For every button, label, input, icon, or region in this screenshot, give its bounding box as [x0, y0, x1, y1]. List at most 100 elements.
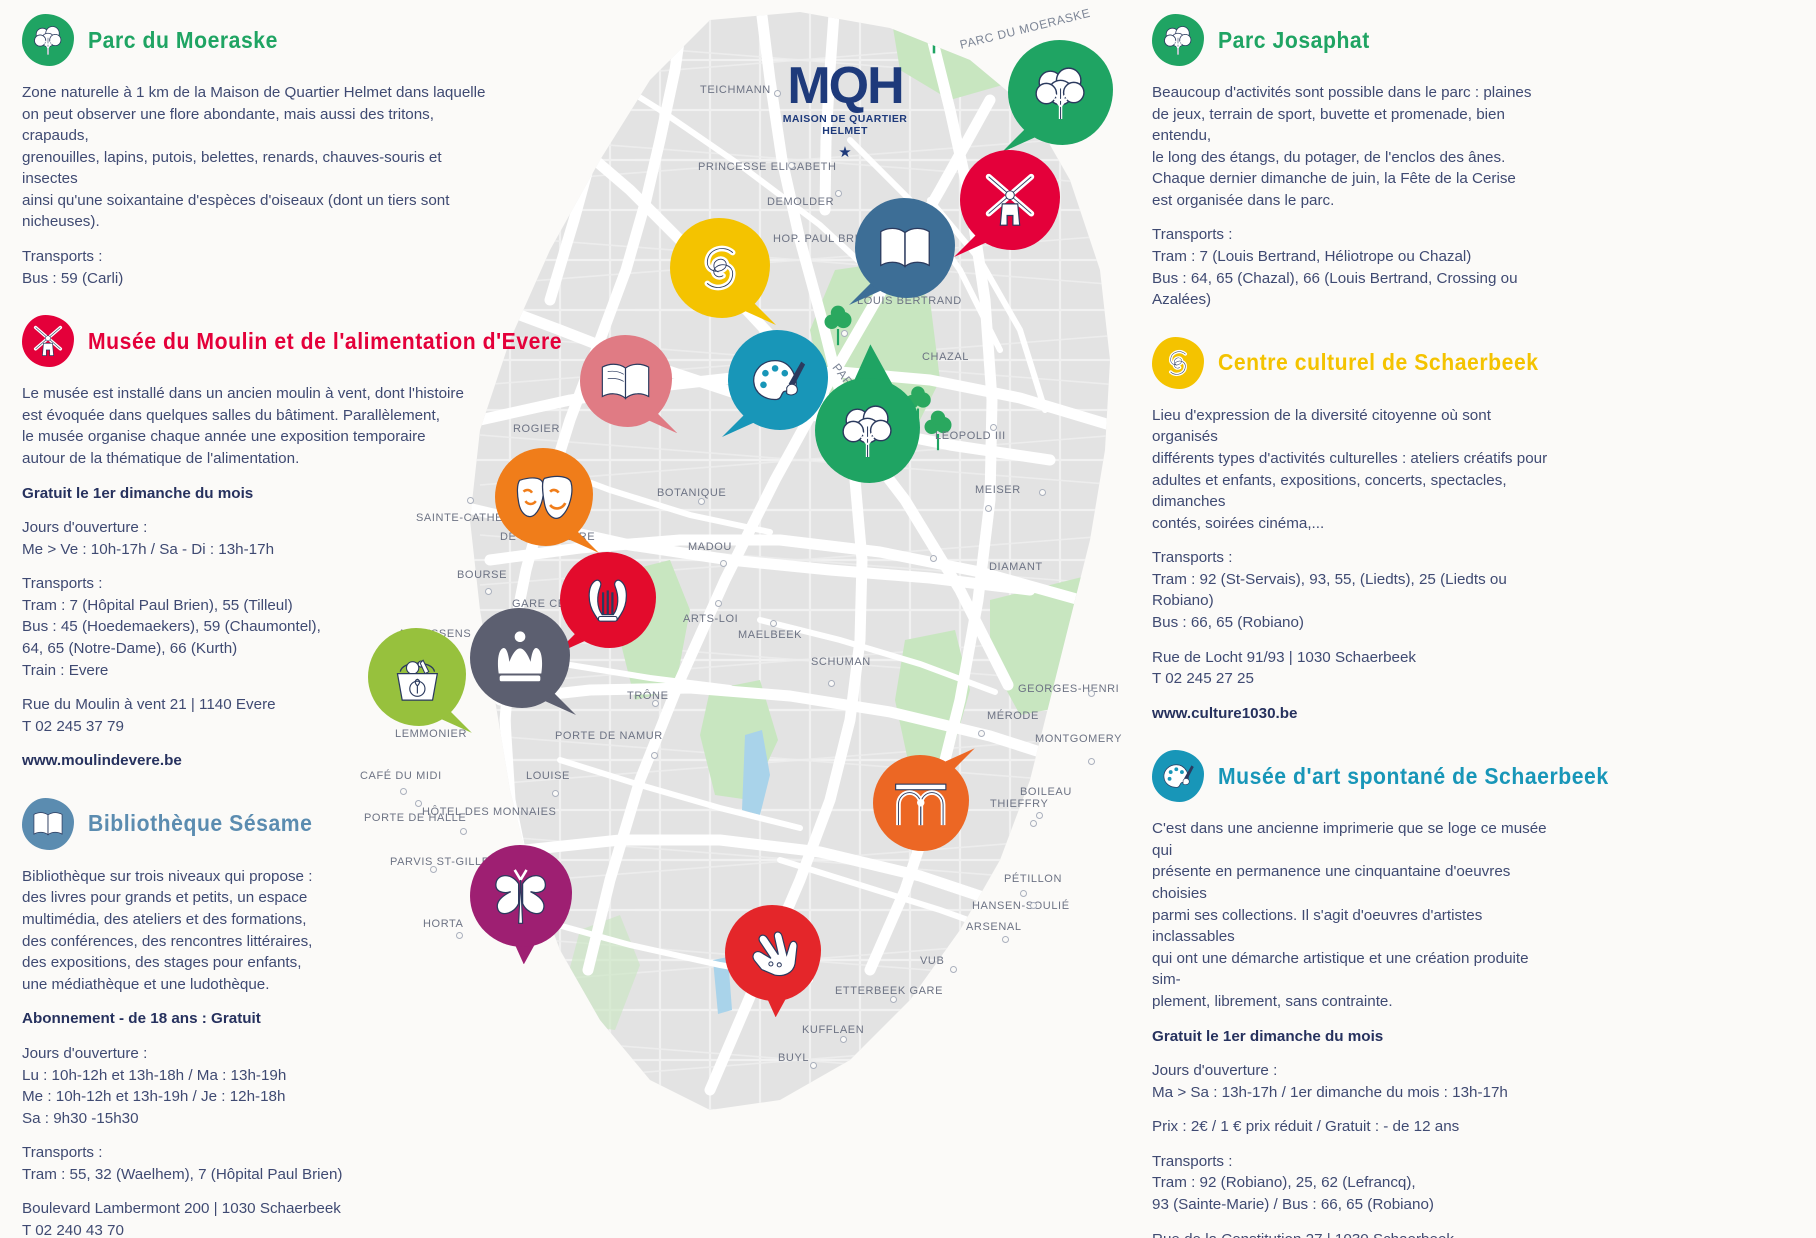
text-line: C'est dans une ancienne imprimerie que s…	[1152, 820, 1547, 859]
map-stop-label: Bourse	[457, 569, 508, 581]
text-line: Gratuit le 1er dimanche du mois	[22, 484, 254, 502]
info-paragraph: Le musée est installé dans un ancien mou…	[22, 383, 492, 469]
section-title: Musée d'art spontané de Schaerbeek	[1218, 762, 1609, 789]
tree-icon	[1152, 14, 1204, 66]
pin-horta[interactable]	[470, 845, 572, 965]
map-stop-label: Diamant	[989, 561, 1043, 573]
section-header: Musée d'art spontané de Schaerbeek	[1152, 750, 1608, 803]
text-line: est évoquée dans quelques salles du bâti…	[22, 406, 440, 424]
map-stop-label: Chazal	[922, 351, 969, 363]
map-stop-label: Hansen-Soulié	[972, 900, 1070, 912]
city-map[interactable]: Parc du MoeraskeParc Josaphat TeichmannP…	[330, 0, 1150, 1238]
info-paragraph: Gratuit le 1er dimanche du mois	[1152, 1026, 1552, 1048]
pin-theatre[interactable]	[495, 448, 599, 553]
text-line: Tram : 55, 32 (Waelhem), 7 (Hôpital Paul…	[22, 1165, 343, 1183]
map-stop-dot	[788, 162, 795, 169]
map-stop-dot	[828, 680, 835, 687]
text-line: Chaque dernier dimanche de juin, la Fête…	[1152, 170, 1516, 188]
pin-musee-art[interactable]	[722, 330, 828, 437]
website-link[interactable]: www.culture1030.be	[1152, 703, 1552, 725]
text-line: Bibliothèque sur trois niveaux qui propo…	[22, 867, 313, 885]
map-stop-label: Botanique	[657, 487, 727, 499]
section-header: Parc Josaphat	[1152, 14, 1552, 66]
info-paragraph: Rue de la Constitution 27 | 1030 Schaerb…	[1152, 1229, 1552, 1238]
map-stop-dot	[652, 700, 659, 707]
info-paragraph: Boulevard Lambermont 200 | 1030 Schaerbe…	[22, 1198, 492, 1238]
text-line: Rue de la Constitution 27 | 1030 Schaerb…	[1152, 1229, 1552, 1238]
pin-main[interactable]	[725, 905, 821, 1018]
text-line: Zone naturelle à 1 km de la Maison de Qu…	[22, 84, 486, 101]
pin-parc-josaphat[interactable]	[815, 344, 920, 483]
windmill-icon	[979, 169, 1041, 231]
text-line: Sa : 9h30 -15h30	[22, 1109, 139, 1127]
info-paragraph: Beaucoup d'activités sont possible dans …	[1152, 82, 1552, 211]
mqh-logo: MQH Maison de quartier Helmet ★	[770, 60, 920, 162]
text-line: différents types d'activités culturelles…	[1152, 449, 1548, 467]
text-line: grenouilles, lapins, putois, belettes, r…	[22, 148, 442, 188]
map-stop-label: Mérode	[987, 710, 1039, 722]
map-stop-dot	[698, 498, 705, 505]
text-line: ainsi qu'une soixantaine d'espèces d'ois…	[22, 191, 450, 231]
text-line: T 02 245 27 25	[1152, 670, 1254, 688]
pin-bibliotheque-2[interactable]	[580, 335, 678, 434]
map-stop-label: Demolder	[767, 196, 835, 208]
crown-icon	[489, 627, 551, 689]
map-stop-label: Boileau	[1020, 786, 1072, 798]
pin-centre-culturel[interactable]	[670, 218, 776, 325]
info-paragraph: Jours d'ouverture : Me > Ve : 10h-17h / S…	[22, 517, 492, 560]
text-line: Prix : 2€ / 1 € prix réduit / Gratuit : …	[1152, 1118, 1460, 1136]
map-stop-label: Horta	[423, 918, 464, 930]
info-paragraph: Gratuit le 1er dimanche du mois	[22, 483, 492, 505]
map-stop-dot	[978, 730, 985, 737]
pin-moulin[interactable]	[954, 150, 1060, 257]
text-line: Jours d'ouverture :	[1152, 1062, 1278, 1080]
map-stop-dot	[1002, 936, 1009, 943]
map-stop-label: Leopold III	[935, 430, 1006, 442]
text-line: Transports :	[22, 248, 103, 266]
pin-cinquantenaire[interactable]	[873, 748, 975, 851]
map-stop-label: Café du Midi	[360, 770, 442, 782]
text-line: Tram : 92 (Robiano), 25, 62 (Lefrancq),	[1152, 1174, 1416, 1192]
map-stop-dot	[467, 497, 474, 504]
text-line: des livres pour grands et petits, un esp…	[22, 889, 308, 907]
map-stop-dot	[1020, 890, 1027, 897]
palette-icon	[747, 349, 809, 411]
map-stop-dot	[1039, 489, 1046, 496]
website-link[interactable]: www.moulindevere.be	[22, 750, 492, 772]
map-stop-dot	[990, 424, 997, 431]
pin-parc-moeraske[interactable]	[1001, 40, 1113, 153]
map-stop-dot	[774, 90, 781, 97]
pin-nature[interactable]	[368, 628, 472, 733]
text-line: Me : 10h-12h et 13h-19h / Je : 12h-18h	[22, 1088, 286, 1106]
section-musee-du-moulin: Musée du Moulin et de l'alimentation d'E…	[22, 315, 562, 772]
text-line: Me > Ve : 10h-17h / Sa - Di : 13h-17h	[22, 540, 275, 558]
text-line: autour de la thématique de l'alimentatio…	[22, 449, 300, 467]
map-stop-dot	[400, 788, 407, 795]
text-line: Jours d'ouverture :	[22, 519, 148, 537]
map-stop-label: Hôtel des Monnaies	[422, 806, 557, 818]
section-title: Parc Josaphat	[1218, 26, 1370, 53]
pin-biblio[interactable]	[849, 198, 955, 305]
map-stop-label: Madou	[688, 541, 732, 553]
map-stop-dot	[930, 555, 937, 562]
swirl-icon	[1152, 336, 1204, 389]
text-line: le musée organise chaque année une expos…	[22, 428, 426, 446]
text-line: Bus : 66, 65 (Robiano)	[1152, 613, 1304, 631]
text-line: présente en permanence une cinquantaine …	[1152, 863, 1511, 903]
map-stop-dot	[810, 1062, 817, 1069]
pin-musique[interactable]	[554, 552, 656, 655]
map-stop-dot	[485, 588, 492, 595]
map-stop-label: Montgomery	[1035, 733, 1123, 745]
text-line: Jours d'ouverture :	[22, 1044, 148, 1062]
section-title: Musée du Moulin et de l'alimentation d'E…	[88, 327, 563, 354]
text-line: Rue de Locht 91/93 | 1030 Schaerbeek	[1152, 648, 1417, 666]
map-stop-label: Arts-loi	[683, 613, 739, 625]
text-line: Transports :	[1152, 549, 1233, 567]
book-icon	[22, 797, 74, 850]
